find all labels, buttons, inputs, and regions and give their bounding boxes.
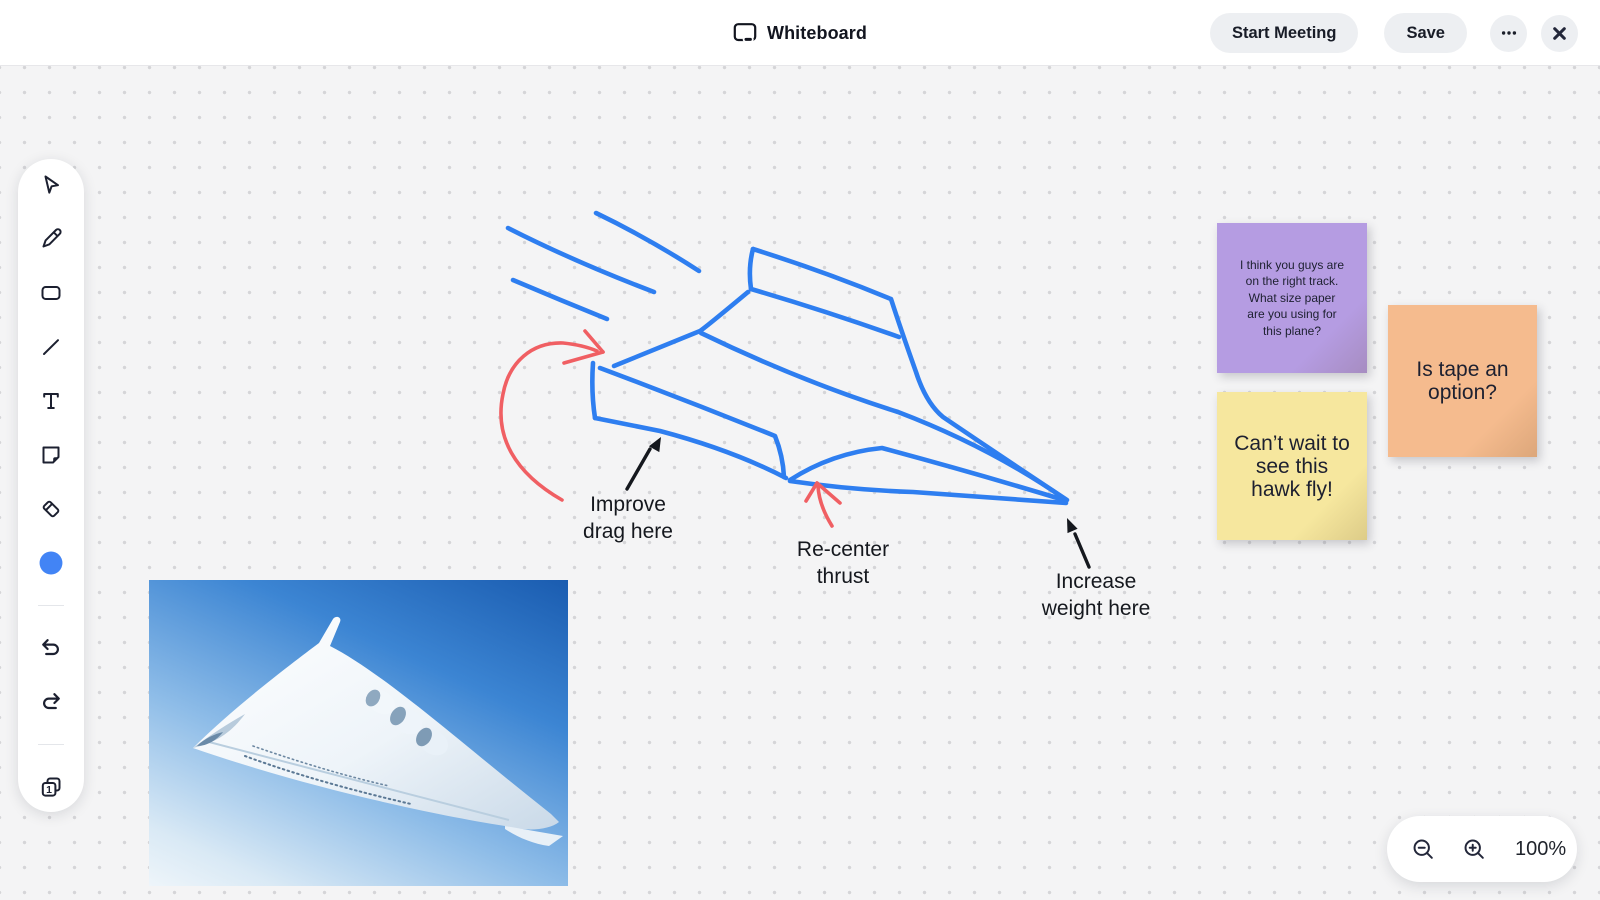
sticky-note-orange[interactable]: Is tape an option?	[1388, 305, 1537, 457]
aircraft-illustration	[193, 616, 563, 846]
zoom-controls: 100%	[1387, 816, 1577, 882]
sticky-note-yellow[interactable]: Can’t wait to see this hawk fly!	[1217, 392, 1367, 540]
line-icon	[43, 339, 59, 355]
app-title-group: Whiteboard	[733, 0, 867, 66]
active-color-swatch	[39, 551, 63, 575]
note-fold-shading	[1217, 223, 1367, 373]
ellipsis-icon	[1501, 31, 1516, 35]
text-tool-button[interactable]	[39, 389, 63, 413]
annotation-increase-weight[interactable]: Increase weight here	[1041, 570, 1151, 620]
sticky-note-text: Is tape an option?	[1416, 358, 1509, 404]
toolbar-divider	[38, 605, 64, 606]
annotation-improve-drag[interactable]: Improve drag here	[583, 493, 673, 543]
sticky-note-icon	[42, 446, 60, 464]
note-fold-shading	[1388, 305, 1537, 457]
page-title: Whiteboard	[767, 22, 867, 43]
color-swatch-button[interactable]	[39, 551, 63, 575]
undo-button[interactable]	[39, 636, 63, 660]
zoom-in-button[interactable]	[1462, 837, 1487, 862]
more-options-button[interactable]	[1490, 14, 1527, 52]
select-tool-button[interactable]	[39, 173, 63, 197]
close-button[interactable]	[1541, 14, 1578, 52]
rectangle-tool-button[interactable]	[39, 281, 63, 305]
pages-icon: 1	[41, 777, 61, 797]
aircraft-photo[interactable]	[149, 580, 568, 886]
save-button[interactable]: Save	[1384, 13, 1467, 53]
toolbar-divider	[38, 744, 64, 745]
annotation-recenter-thrust[interactable]: Re-center thrust	[796, 538, 890, 588]
cursor-icon	[44, 175, 59, 194]
zoom-level-value: 100%	[1515, 837, 1567, 860]
zoom-in-icon	[1464, 839, 1484, 859]
start-meeting-button[interactable]: Start Meeting	[1209, 13, 1359, 53]
top-bar: Whiteboard Start Meeting Save	[0, 0, 1600, 66]
pages-button[interactable]: 1	[39, 775, 63, 799]
pencil-icon	[42, 228, 62, 248]
whiteboard-icon	[733, 23, 757, 43]
sticky-note-purple[interactable]: I think you guys are on the right track.…	[1217, 223, 1367, 373]
line-tool-button[interactable]	[39, 335, 63, 359]
note-fold-shading	[1217, 392, 1367, 540]
page-number-badge: 1	[46, 784, 52, 796]
text-icon	[43, 393, 59, 409]
undo-icon	[42, 639, 59, 656]
sticky-note-tool-button[interactable]	[39, 443, 63, 467]
close-icon	[1553, 26, 1566, 40]
redo-icon	[43, 693, 60, 710]
sticky-note-text: I think you guys are on the right track.…	[1239, 257, 1345, 338]
eraser-icon	[42, 500, 60, 518]
pen-tool-button[interactable]	[39, 227, 63, 251]
zoom-out-button[interactable]	[1411, 837, 1436, 862]
eraser-tool-button[interactable]	[39, 497, 63, 521]
sticky-note-text: Can’t wait to see this hawk fly!	[1234, 431, 1350, 501]
redo-button[interactable]	[39, 690, 63, 714]
zoom-out-icon	[1413, 839, 1433, 859]
topbar-actions: Start Meeting Save	[1209, 0, 1578, 66]
rectangle-icon	[41, 286, 61, 300]
tool-palette: 1	[18, 159, 84, 812]
